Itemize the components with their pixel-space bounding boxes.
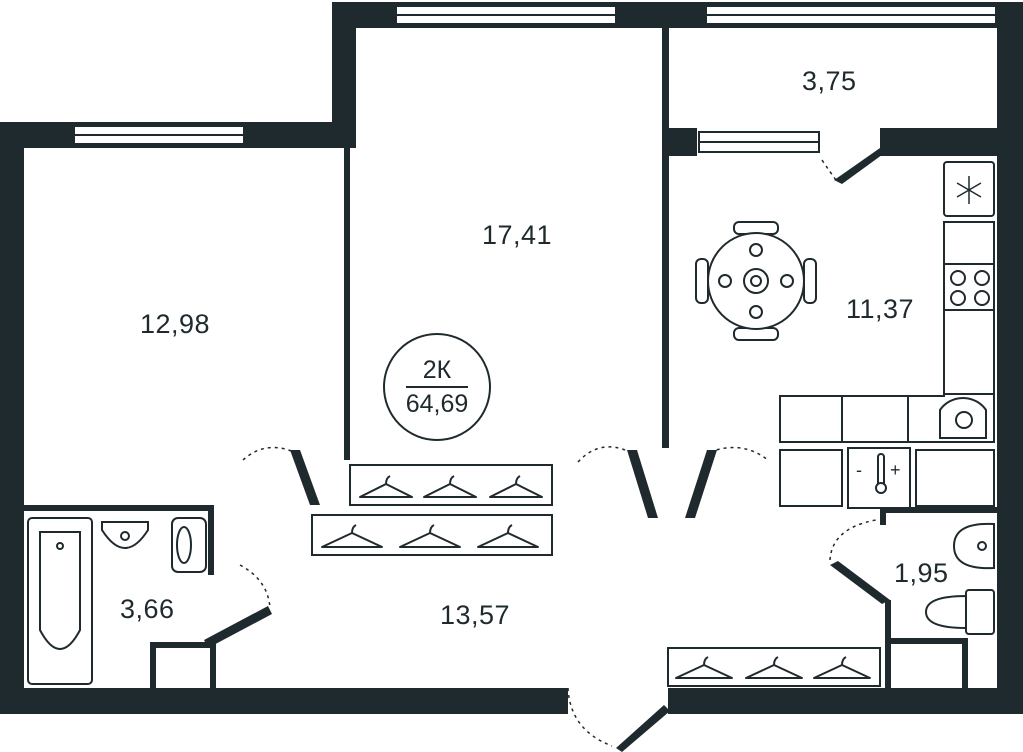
boiler-minus-label: -: [856, 460, 863, 480]
apartment-badge: 2К 64,69: [383, 333, 491, 441]
wall-wc-corner: [962, 638, 968, 690]
toilet-bowl: [924, 594, 967, 630]
bathtub-inner: [39, 531, 81, 650]
area-kitchen: 11,37: [846, 294, 915, 324]
wall-balcony-right: [880, 128, 997, 156]
plate: [749, 243, 763, 257]
boiler-bulb: [875, 482, 887, 494]
apartment-type: 2К: [422, 356, 452, 384]
wall-right-outer: [997, 2, 1023, 714]
wall-bath-top: [20, 505, 214, 511]
wall-left-outer: [0, 122, 24, 714]
bathtub-drain: [56, 542, 64, 550]
hangers: [321, 475, 871, 679]
hanger-icon: [423, 475, 477, 498]
bath-sink-drain: [120, 531, 130, 541]
area-balcony: 3,75: [802, 66, 857, 96]
wall-balcony-left: [669, 128, 697, 156]
wall-wc-stub: [880, 513, 886, 525]
wall-wc-bottom: [885, 638, 967, 644]
bathroom-fixtures: [27, 517, 995, 685]
toilet-tank: [965, 589, 995, 635]
swing-center: [577, 446, 631, 463]
chair: [803, 258, 817, 304]
hanger-icon: [489, 475, 543, 498]
wall-niche-left: [150, 642, 156, 690]
wall-niche-top: [150, 642, 216, 648]
door-wall-bath: [204, 606, 272, 648]
plate: [780, 274, 794, 288]
door-jamb-kitchen: [685, 450, 717, 518]
washing-machine-door: [176, 526, 192, 564]
area-toilet: 1,95: [894, 558, 949, 588]
burner: [950, 270, 966, 286]
wall-wc-top: [880, 507, 997, 513]
cabinet-left: [779, 449, 843, 507]
hanger-icon: [359, 475, 413, 498]
hanger-icon: [813, 656, 871, 679]
swing-bath: [239, 564, 271, 609]
wall-niche-right: [210, 642, 216, 690]
door-swings: [239, 159, 877, 747]
kitchen-fixtures: [779, 161, 995, 509]
burner: [974, 270, 990, 286]
hanger-icon: [321, 524, 383, 548]
door-wall-wc: [830, 561, 890, 604]
hanger-icon: [675, 656, 733, 679]
plate: [749, 305, 763, 319]
swing-entry: [567, 687, 613, 747]
swing-kitchen: [709, 446, 769, 461]
hanger-icon: [399, 524, 461, 548]
entry-door-leaf: [616, 705, 670, 752]
hanger-icon: [745, 656, 803, 679]
area-center-bedroom: 17,41: [482, 220, 553, 250]
door-jamb-center-left: [627, 450, 658, 518]
chair: [695, 258, 709, 304]
wc-sink: [952, 522, 995, 570]
burner: [950, 290, 966, 306]
wc-sink-drain: [977, 541, 987, 551]
burner: [974, 290, 990, 306]
wall-bottom-left: [0, 688, 568, 714]
badge-divider: [406, 386, 468, 388]
swing-balcony: [821, 159, 837, 181]
windows: [73, 5, 997, 153]
plate: [718, 274, 732, 288]
apartment-total-area: 64,69: [405, 390, 469, 418]
counter-side: [943, 309, 995, 395]
area-left-bedroom: 12,98: [140, 309, 211, 339]
counter-top-right: [943, 221, 995, 265]
wall-bottom-right: [668, 688, 1023, 714]
wall-center-divider: [662, 28, 669, 448]
boiler-plus-label: +: [890, 460, 902, 480]
area-hallway: 13,57: [440, 600, 511, 630]
door-jamb-left-bedroom: [290, 450, 320, 505]
swing-left-bedroom: [242, 446, 295, 461]
wall-bedrooms-divider: [344, 140, 350, 460]
snowflake-icon: [956, 176, 982, 204]
hanger-icon: [477, 524, 539, 548]
swing-wc: [829, 519, 877, 561]
area-bathroom: 3,66: [120, 594, 175, 624]
sink-drain: [955, 411, 973, 429]
cabinet-right: [915, 449, 995, 507]
wall-bath-right: [208, 505, 214, 575]
table-center-inner: [750, 275, 762, 287]
door-wall-balcony: [834, 148, 886, 184]
wall-wc-left: [885, 600, 891, 688]
dining-table: [695, 221, 817, 341]
